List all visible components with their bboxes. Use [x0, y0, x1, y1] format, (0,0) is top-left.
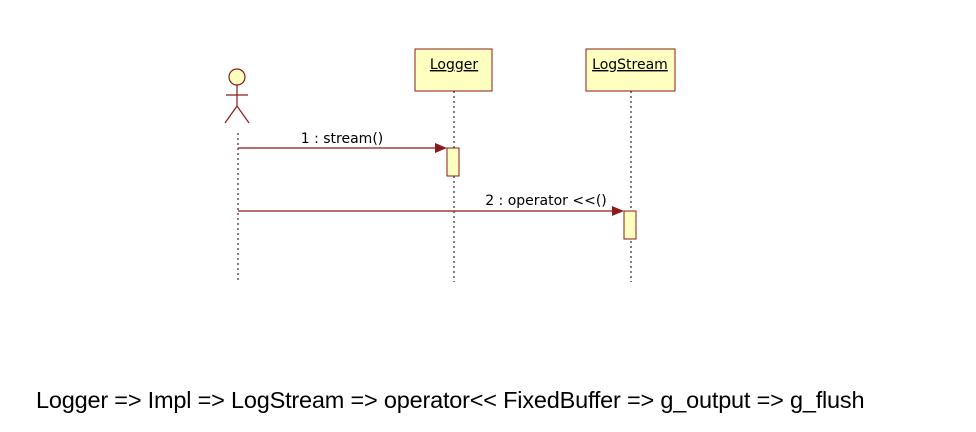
- message-2-label: 2 : operator <<(): [485, 193, 607, 209]
- actor-left-leg: [224, 105, 238, 124]
- actor-head: [228, 68, 246, 86]
- activation-logger: [446, 147, 460, 177]
- lifeline-logger-label: Logger: [430, 57, 479, 73]
- actor-right-leg: [236, 105, 250, 124]
- lifeline-logger: Logger: [414, 48, 493, 282]
- lifeline-logstream-box: [585, 48, 676, 92]
- actor: [224, 68, 250, 124]
- lifeline-logstream: LogStream: [585, 48, 676, 282]
- message-1-label: 1 : stream(): [301, 131, 384, 147]
- message-1-arrowhead: [435, 143, 447, 153]
- message-1: 1 : stream(): [238, 131, 447, 153]
- lifeline-logger-box: [414, 48, 493, 92]
- activation-logstream: [623, 210, 637, 240]
- caption-text: Logger => Impl => LogStream => operator<…: [36, 387, 865, 413]
- message-2: 2 : operator <<(): [238, 193, 624, 216]
- lifeline-logstream-label: LogStream: [592, 57, 668, 73]
- message-2-arrowhead: [612, 206, 624, 216]
